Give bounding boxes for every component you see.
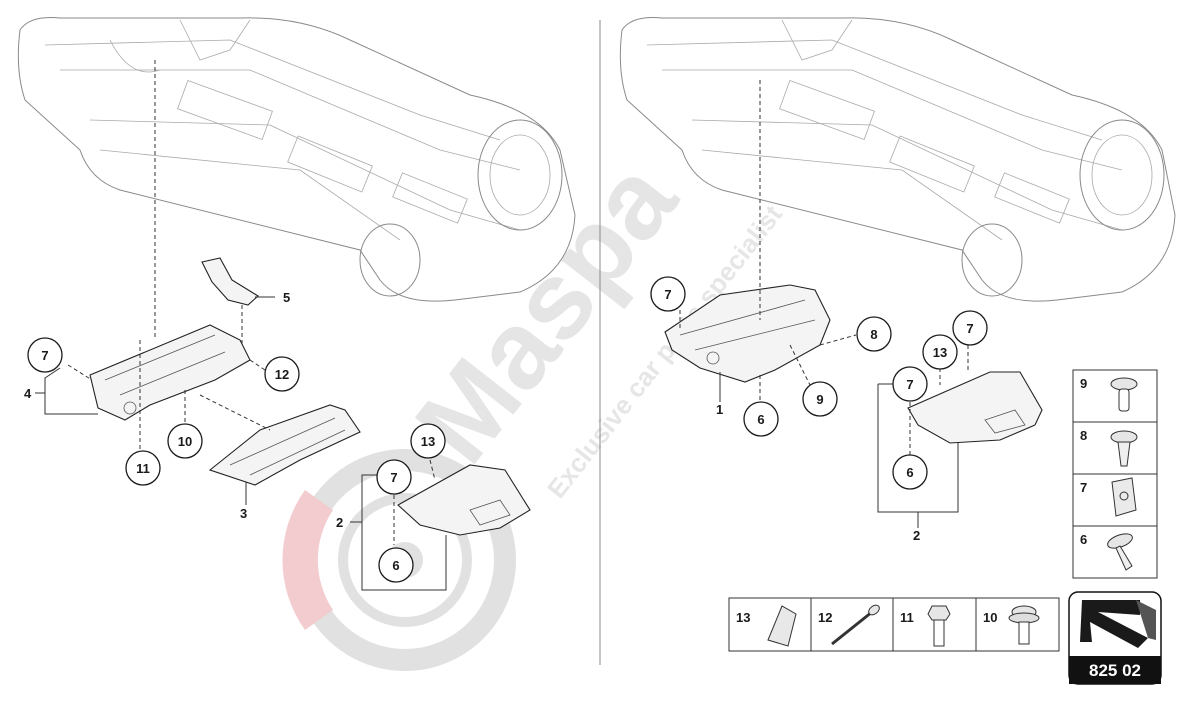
plastic-screw-icon [1110,430,1138,467]
callout-7: 7 [27,337,63,373]
callout-13: 13 [922,334,958,370]
legend-bottom: 13 12 11 10 [728,597,1060,652]
right-callouts: 7 8 1 9 6 7 13 7 6 2 [650,276,988,543]
legend-item-12: 12 [818,604,880,646]
right-leaders [679,80,969,528]
part-3-center-shield [208,404,361,486]
svg-text:8: 8 [1080,428,1087,443]
callout-11: 11 [125,450,161,486]
svg-text:7: 7 [390,470,397,485]
svg-text:10: 10 [178,434,192,449]
callout-10: 10 [167,423,203,459]
callout-7: 7 [952,310,988,346]
callout-3: 3 [240,506,247,521]
legend-item-8: 8 [1080,428,1138,467]
watermark: Maspa Exclusive car parts specialist [282,139,788,671]
callout-13: 13 [410,423,446,459]
callout-8: 8 [856,316,892,352]
svg-text:12: 12 [275,367,289,382]
flange-screw-icon [1008,605,1040,645]
legend-item-13: 13 [736,605,797,647]
svg-text:6: 6 [906,465,913,480]
svg-text:6: 6 [1080,532,1087,547]
svg-text:7: 7 [664,287,671,302]
left-leaders [35,60,447,591]
legend-item-7: 7 [1080,477,1137,517]
part-5-bracket [201,257,259,306]
car-underbody-left [17,17,576,302]
svg-text:9: 9 [1080,376,1087,391]
svg-text:6: 6 [757,412,764,427]
long-bolt-icon [831,604,880,646]
callout-7: 7 [376,459,412,495]
callout-7: 7 [650,276,686,312]
page-code: 825 02 [1089,661,1141,680]
svg-text:12: 12 [818,610,832,625]
hex-bolt-icon [927,605,951,647]
callout-4: 4 [24,386,32,401]
svg-text:13: 13 [421,434,435,449]
callout-6: 6 [743,401,779,437]
callout-6: 6 [892,454,928,490]
car-underbody-right [619,17,1176,302]
svg-text:6: 6 [392,558,399,573]
watermark-logo [282,449,516,671]
clip-icon [767,605,797,647]
svg-text:7: 7 [906,377,913,392]
left-callouts: 5 7 4 12 10 11 3 13 7 2 6 [24,290,446,583]
svg-text:8: 8 [870,327,877,342]
callout-7: 7 [892,366,928,402]
svg-text:13: 13 [736,610,750,625]
svg-text:7: 7 [41,348,48,363]
svg-text:7: 7 [1080,480,1087,495]
callout-9: 9 [802,381,838,417]
svg-text:10: 10 [983,610,997,625]
svg-text:7: 7 [966,321,973,336]
svg-text:11: 11 [136,461,150,476]
legend-item-10: 10 [983,605,1040,645]
callout-2: 2 [913,528,920,543]
part-4-front-shield [89,324,251,421]
svg-text:13: 13 [933,345,947,360]
push-rivet-icon [1110,377,1138,412]
legend-right: 9 8 7 6 [1072,369,1158,579]
part-2-rear-shield-left [397,464,531,536]
direction-arrow-icon [1080,600,1156,648]
page-code-badge: 825 02 [1068,591,1162,685]
legend-item-6: 6 [1080,532,1133,571]
clip-nut-icon [1111,477,1137,517]
screw-with-washer-icon [1107,533,1133,571]
callout-2: 2 [336,515,343,530]
svg-text:11: 11 [900,610,914,625]
callout-1: 1 [716,402,723,417]
legend-item-9: 9 [1080,376,1138,412]
callout-6: 6 [378,547,414,583]
callout-12: 12 [264,356,300,392]
svg-text:9: 9 [816,392,823,407]
legend-item-11: 11 [900,605,951,647]
callout-5: 5 [283,290,290,305]
part-2-rear-shield-right [907,371,1043,444]
